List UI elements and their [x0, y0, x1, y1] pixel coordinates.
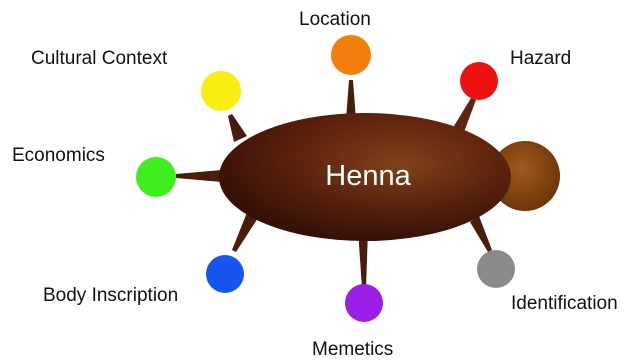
nodes	[136, 35, 515, 322]
connector-economics	[176, 170, 222, 182]
node-economics-circle	[136, 157, 176, 197]
label-hazard: Hazard	[510, 48, 572, 69]
label-economics: Economics	[12, 145, 105, 166]
node-hazard-circle	[460, 62, 498, 100]
node-memetics-circle	[345, 284, 383, 322]
center-label: Henna	[325, 160, 411, 192]
knob	[490, 141, 560, 211]
connector-body-inscription	[232, 210, 258, 252]
node-body-inscription-circle	[206, 255, 244, 293]
connectors	[176, 80, 492, 288]
connector-hazard	[454, 98, 476, 132]
node-cultural-context-circle	[201, 71, 241, 111]
connector-identification	[470, 216, 492, 252]
henna-central-node	[219, 113, 560, 241]
connector-cultural-context	[228, 114, 247, 142]
body-shading	[219, 113, 511, 241]
connector-memetics	[358, 230, 368, 288]
connector-location	[346, 80, 356, 120]
node-location-circle	[331, 35, 371, 75]
label-memetics: Memetics	[312, 339, 394, 360]
label-cultural-context: Cultural Context	[31, 48, 168, 69]
label-location: Location	[299, 9, 371, 30]
node-identification-circle	[477, 250, 515, 288]
label-identification: Identification	[511, 293, 618, 314]
label-body-inscription: Body Inscription	[43, 285, 179, 306]
